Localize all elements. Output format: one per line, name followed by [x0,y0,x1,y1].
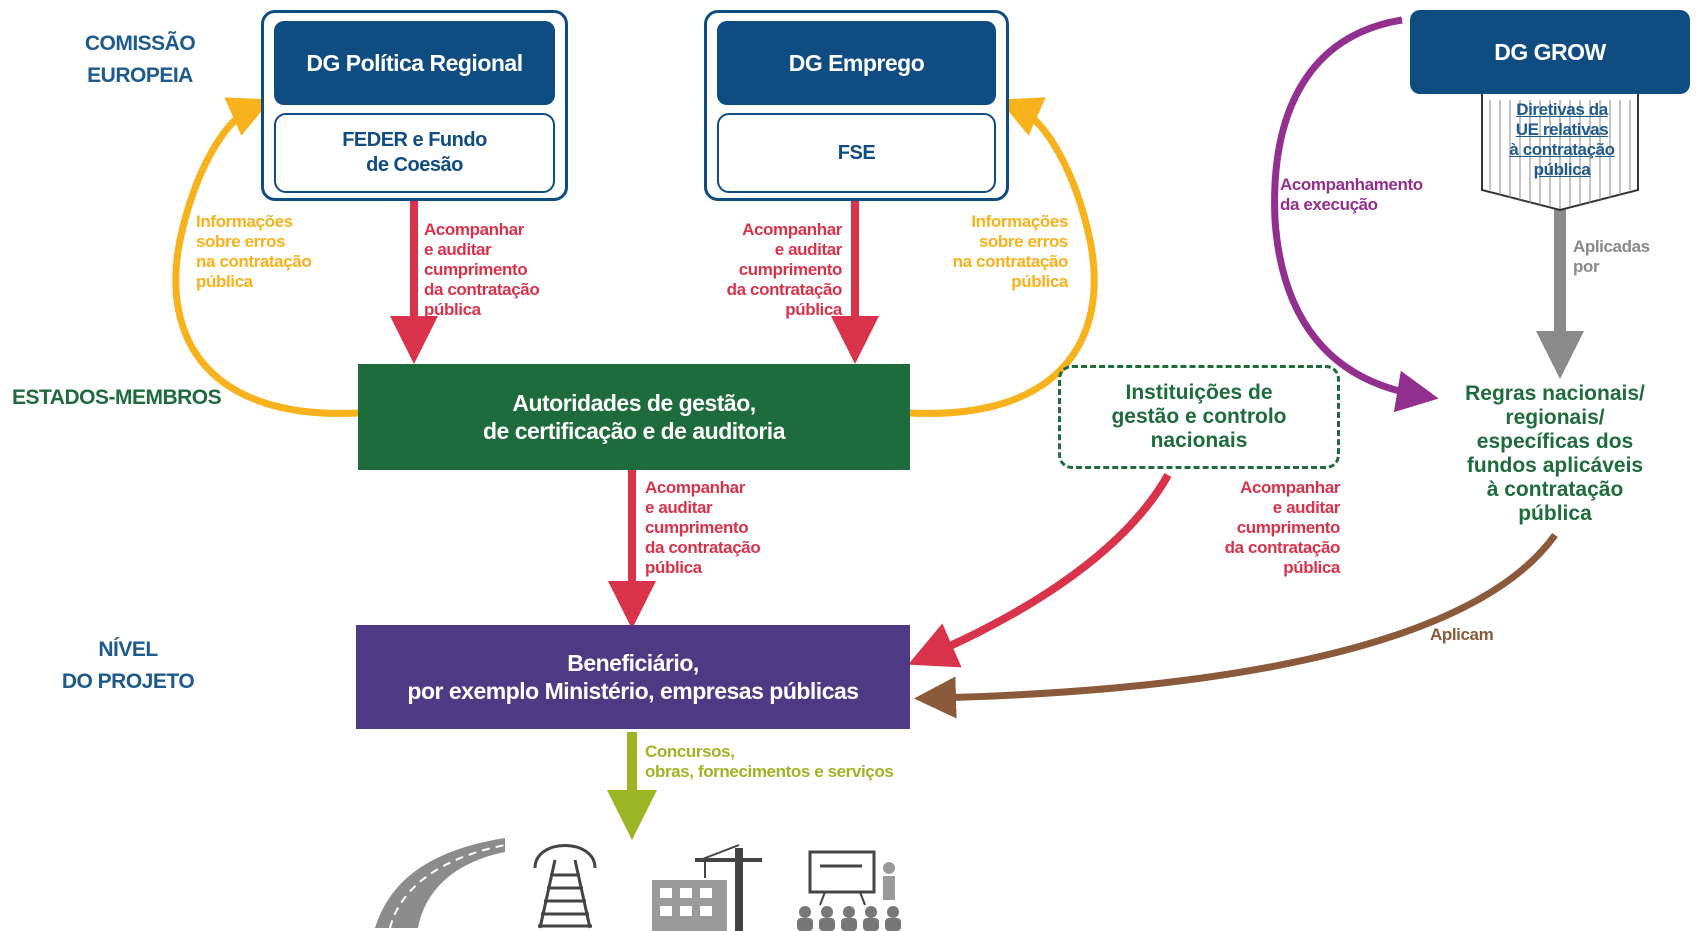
national-rules-text: Regras nacionais/ regionais/ específicas… [1465,382,1645,525]
level-commission: COMISSÃO EUROPEIA [84,32,196,87]
railway-icon [533,844,597,929]
level-member-states: ESTADOS-MEMBROS [12,386,222,409]
road-icon [375,838,506,929]
monitor-execution-label: Acompanhamento da execução [1280,175,1423,214]
dg-regio-title: DG Política Regional [274,21,555,105]
national-institutions-box: Instituições de gestão e controlo nacion… [1058,365,1340,469]
arrow-monitor-execution [1271,16,1439,413]
apply-label: Aplicam [1430,625,1494,644]
monitor-audit-empl-label: Acompanhar e auditar cumprimento da cont… [726,220,843,319]
building-crane-icon [652,844,762,931]
arrow-national-to-beneficiary [908,473,1172,668]
monitor-audit-regio-label: Acompanhar e auditar cumprimento da cont… [424,220,540,319]
directives-text: Diretivas da UE relativas à contratação … [1509,100,1615,179]
beneficiary-box: Beneficiário, por exemplo Ministério, em… [356,625,910,729]
training-meeting-icon [797,850,901,931]
tenders-label: Concursos, obras, fornecimentos e serviç… [645,742,894,781]
dg-grow-title: DG GROW [1410,10,1690,94]
arrow-info-errors-right [909,97,1098,417]
arrow-info-errors-left [172,97,359,417]
monitor-audit-authorities-label: Acompanhar e auditar cumprimento da cont… [645,478,761,577]
dg-empl-title: DG Emprego [717,21,996,105]
dg-regio-fund: FEDER e Fundo de Coesão [274,113,555,193]
info-errors-right-label: Informações sobre erros na contratação p… [952,212,1069,291]
dg-empl-card: DG Emprego FSE [704,10,1009,201]
level-project: NÍVEL DO PROJETO [61,638,195,693]
monitor-audit-national-label: Acompanhar e auditar cumprimento da cont… [1224,478,1341,577]
applied-by-label: Aplicadas por [1573,237,1650,276]
info-errors-left-label: Informações sobre erros na contratação p… [196,212,312,291]
directives-document [1481,91,1639,212]
arrow-apply [914,532,1558,719]
dg-empl-fund: FSE [717,113,996,193]
dg-regio-card: DG Política Regional FEDER e Fundo de Co… [261,10,568,201]
authorities-box: Autoridades de gestão, de certificação e… [358,364,910,470]
